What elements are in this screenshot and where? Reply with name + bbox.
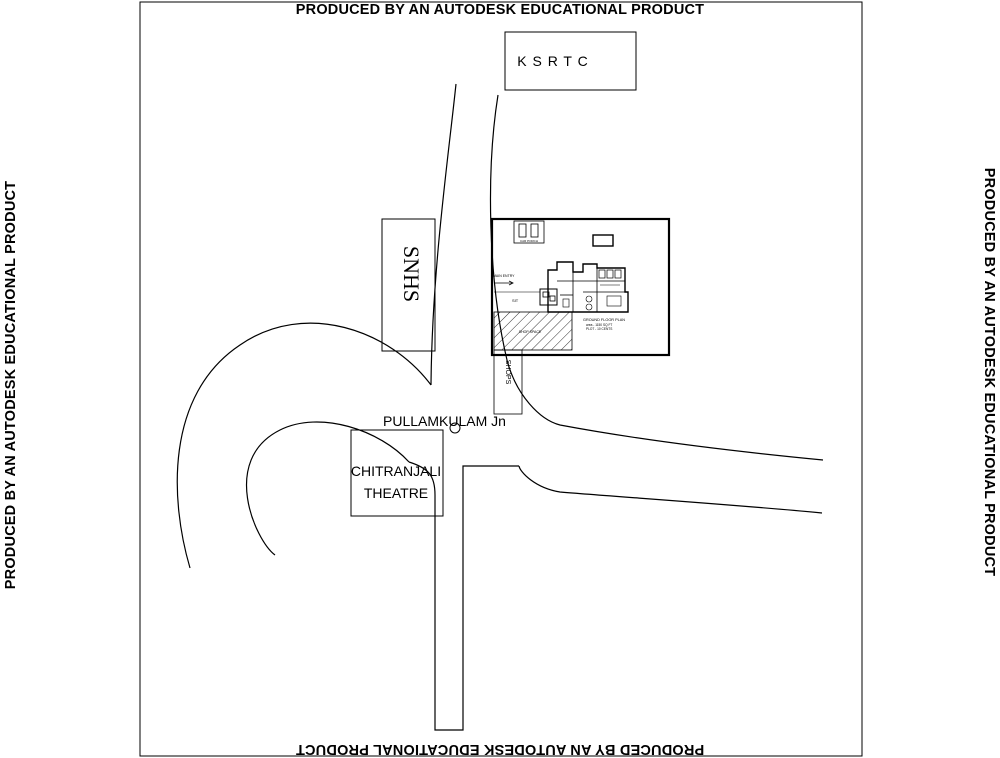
watermark-top: PRODUCED BY AN AUTODESK EDUCATIONAL PROD… xyxy=(295,2,705,18)
shop-space-label: SHOP SPACE xyxy=(519,330,542,334)
car-porch xyxy=(513,220,545,244)
main-entry-arrow xyxy=(494,280,514,286)
ksrtc-box xyxy=(504,31,637,91)
ksrtc-label: K S R T C xyxy=(517,53,589,69)
theatre-label-line2: THEATRE xyxy=(364,485,428,501)
ground-floor-plan xyxy=(539,261,629,313)
theatre-box xyxy=(350,429,444,517)
junction-marker xyxy=(449,422,461,434)
site-plot-boundary xyxy=(490,217,671,357)
plan-note-plot: PLOT - 10 CENTS xyxy=(586,327,612,331)
junction-label: PULLAMKULAM Jn xyxy=(383,413,506,429)
shops-label: SHOPS xyxy=(504,360,511,385)
theatre-label-line1: CHITRANJALI xyxy=(351,463,441,479)
plan-title: GROUND FLOOR PLAN xyxy=(583,318,625,322)
shop-hatched-area xyxy=(493,311,573,351)
plan-note-area: area - 1150 SQ FT xyxy=(586,323,612,327)
sit-label: SIT xyxy=(512,298,519,303)
road-west-outer-curve xyxy=(176,322,432,569)
road-west-inner-curve xyxy=(245,421,410,556)
road-north-right-edge xyxy=(489,94,824,461)
road-south-left-edge xyxy=(408,461,519,731)
road-east-lower-edge xyxy=(518,465,823,514)
snhs-label: SNHS xyxy=(399,246,424,302)
main-entry-label: MAIN ENTRY xyxy=(493,274,515,278)
car-porch-label: CAR PORCH xyxy=(520,239,538,243)
outbuilding xyxy=(592,234,614,247)
road-north-left-edge xyxy=(430,83,457,386)
snhs-box xyxy=(381,218,436,352)
drawing-border xyxy=(139,1,863,757)
